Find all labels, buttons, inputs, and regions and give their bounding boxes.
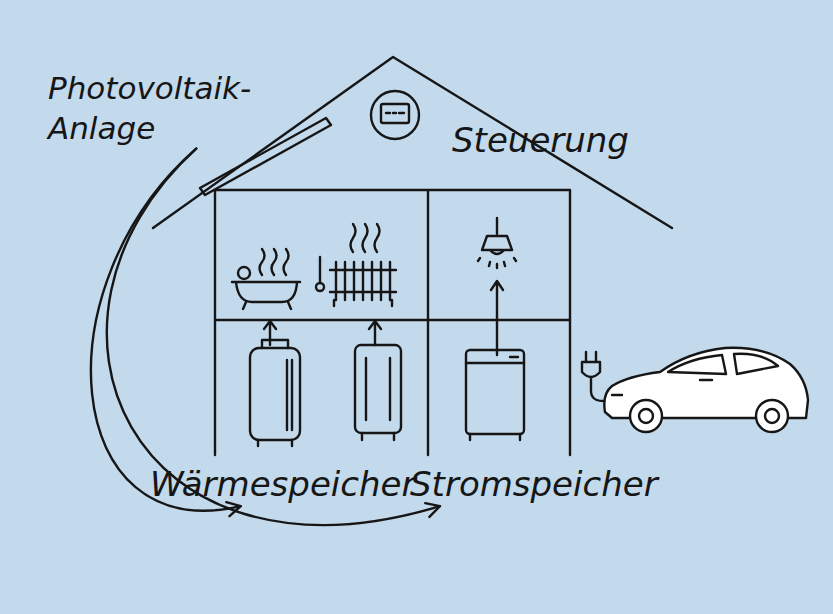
text-node: Photovoltaik- Anlage (48, 68, 238, 149)
radiator-symbol (330, 262, 396, 306)
text-node: Stromspeicher (410, 462, 682, 506)
bathtub-symbol (232, 282, 300, 309)
house-walls (215, 190, 570, 455)
heat-waves (260, 249, 289, 275)
car-hub (765, 409, 779, 423)
meter-symbol (371, 91, 419, 139)
car-windows (612, 354, 778, 395)
arrow-head (425, 503, 440, 517)
meter-digits (386, 112, 404, 114)
thermometer-stem (319, 257, 321, 283)
pv-panel (200, 118, 331, 195)
car-wheel (630, 400, 662, 432)
battery-details (466, 357, 524, 440)
heater-details (362, 358, 394, 440)
heat-waves (351, 224, 380, 252)
text-node: Wärmespeicher (150, 462, 402, 506)
tank-details (258, 340, 292, 446)
lamp-symbol (482, 218, 512, 254)
curved-arrow (107, 149, 440, 525)
car-hub (639, 409, 653, 423)
node-label: Photovoltaik- Anlage (48, 68, 238, 149)
node-label: Wärmespeicher (150, 462, 402, 506)
bathtub-tap (238, 267, 250, 279)
node-label: Stromspeicher (410, 462, 682, 506)
meter-display (381, 104, 409, 123)
connector-line (107, 149, 440, 525)
text-label: Steuerung (452, 120, 629, 160)
arrow-head (226, 502, 240, 516)
thermometer-bulb (316, 283, 324, 291)
car-wheel (756, 400, 788, 432)
lamp-rays (478, 258, 516, 268)
heater-unit (355, 345, 401, 433)
connector-line (91, 149, 241, 511)
curved-arrow (91, 149, 241, 517)
